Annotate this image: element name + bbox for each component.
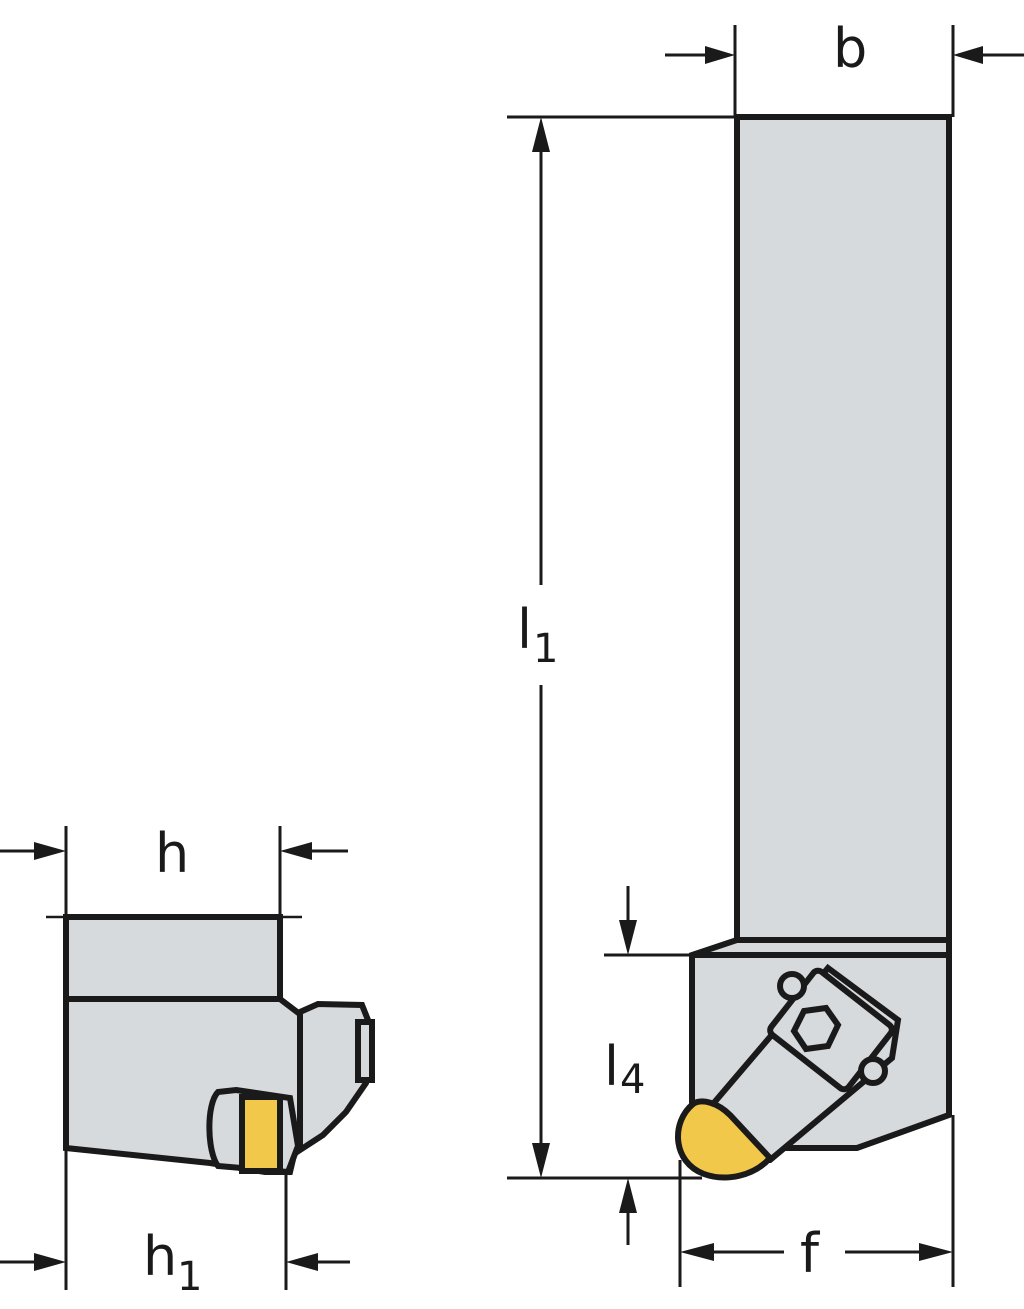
hex-socket-icon: [790, 1004, 842, 1053]
dimension-l1: l 1: [507, 115, 737, 1180]
dimension-h: h: [0, 822, 348, 917]
round-insert-top: [675, 1098, 775, 1181]
l4-arrow-top-head: [619, 920, 637, 955]
dimension-f: f: [678, 1115, 955, 1287]
h1-arrow-left-head: [34, 1253, 66, 1271]
h-arrow-right-head: [280, 842, 312, 860]
f-arrow-left: [680, 1243, 714, 1261]
dim-label-h1-sub: 1: [177, 1254, 202, 1300]
side-shank: [63, 914, 283, 1002]
dim-label-l1-sub: 1: [533, 626, 558, 672]
l1-arrow-top: [532, 117, 550, 152]
insert-clamp: [691, 963, 902, 1163]
h-arrow-left-head: [34, 842, 66, 860]
dim-label-b: b: [833, 17, 867, 80]
dim-label-l4: l: [604, 1035, 619, 1098]
clamp-ear-bottom: [858, 1056, 888, 1086]
l1-arrow-bottom: [532, 1143, 550, 1178]
dim-label-h: h: [155, 822, 189, 885]
side-clamp-cap: [355, 1019, 375, 1083]
dimension-b: b: [665, 17, 1024, 117]
dimension-l4: l 4: [604, 886, 692, 1245]
b-arrow-right-head: [953, 46, 983, 64]
dim-label-h1: h: [143, 1225, 177, 1288]
insert-edge: [729, 1114, 771, 1159]
h1-arrow-right-head: [286, 1253, 318, 1271]
f-arrow-right: [919, 1243, 953, 1261]
b-arrow-left-head: [705, 46, 735, 64]
side-view-tool-holder: [46, 914, 376, 1176]
dim-label-l4-sub: 4: [620, 1057, 645, 1103]
clamp-ear-top: [777, 971, 807, 1001]
dim-label-l1: l: [517, 598, 532, 661]
side-round-insert: [239, 1094, 283, 1174]
dimension-h1: h 1: [0, 1148, 350, 1300]
top-view-tool-holder: [675, 114, 952, 1181]
dim-label-f: f: [800, 1222, 821, 1285]
l4-arrow-bottom-head: [619, 1178, 637, 1213]
